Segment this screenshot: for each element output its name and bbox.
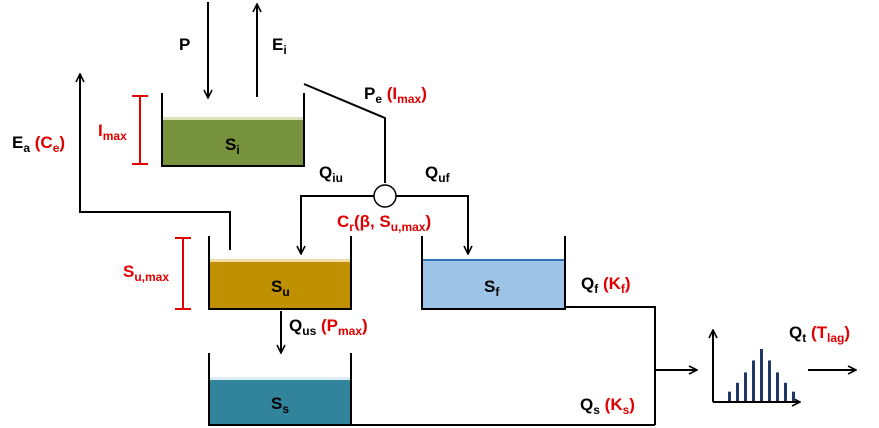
qiu-label: Qiu <box>319 163 343 185</box>
ea-label: Ea (Ce) <box>12 133 65 155</box>
store-sf-walls <box>421 236 566 310</box>
quf-arrow <box>396 195 468 254</box>
qs-label: Qs (Ks) <box>580 395 635 417</box>
store-ss-walls <box>208 353 352 426</box>
store-su-label: Su <box>271 277 290 299</box>
splitter-node <box>373 184 397 208</box>
unit-hydrograph-bar <box>736 382 739 401</box>
unit-hydrograph-bar <box>792 391 795 401</box>
store-sf-fill <box>423 260 564 308</box>
store-si-label: Si <box>225 135 240 157</box>
p-label: P <box>179 35 190 54</box>
ea-arrow <box>80 74 231 250</box>
store-si-fill <box>162 119 303 165</box>
unit-hydrograph-bars <box>728 349 795 401</box>
pe-label: Pe (Imax) <box>364 84 427 106</box>
store-sf-label: Sf <box>484 277 500 299</box>
store-ss-label: Ss <box>271 394 289 416</box>
unit-hydrograph-bar <box>728 391 731 401</box>
store-si-walls <box>161 93 305 167</box>
cr-label: Cr(β, Su,max) <box>337 212 431 234</box>
unit-hydrograph-bar <box>784 382 787 401</box>
qf-line <box>565 306 656 425</box>
unit-hydrograph-bar <box>744 372 747 401</box>
store-su-fill <box>209 261 350 308</box>
unit-hydrograph-bar <box>776 372 779 401</box>
unit-hydrograph-bar <box>760 349 763 401</box>
quf-label: Quf <box>425 163 451 185</box>
ei-label: Ei <box>272 35 287 57</box>
qf-label: Qf (Kf) <box>581 274 631 296</box>
qt-label: Qt (Tlag) <box>789 323 850 345</box>
unit-hydrograph-bar <box>752 360 755 401</box>
imax-bracket <box>132 95 148 165</box>
pe-line <box>303 83 386 183</box>
store-ss-fill <box>209 379 350 424</box>
unit-hydrograph-bar <box>768 360 771 401</box>
qiu-arrow <box>301 195 374 254</box>
sumax-bracket <box>175 237 191 310</box>
imax-label: Imax <box>98 121 127 143</box>
qus-label: Qus (Pmax) <box>289 316 368 338</box>
sumax-label: Su,max <box>123 262 169 284</box>
store-su-walls <box>208 236 352 310</box>
